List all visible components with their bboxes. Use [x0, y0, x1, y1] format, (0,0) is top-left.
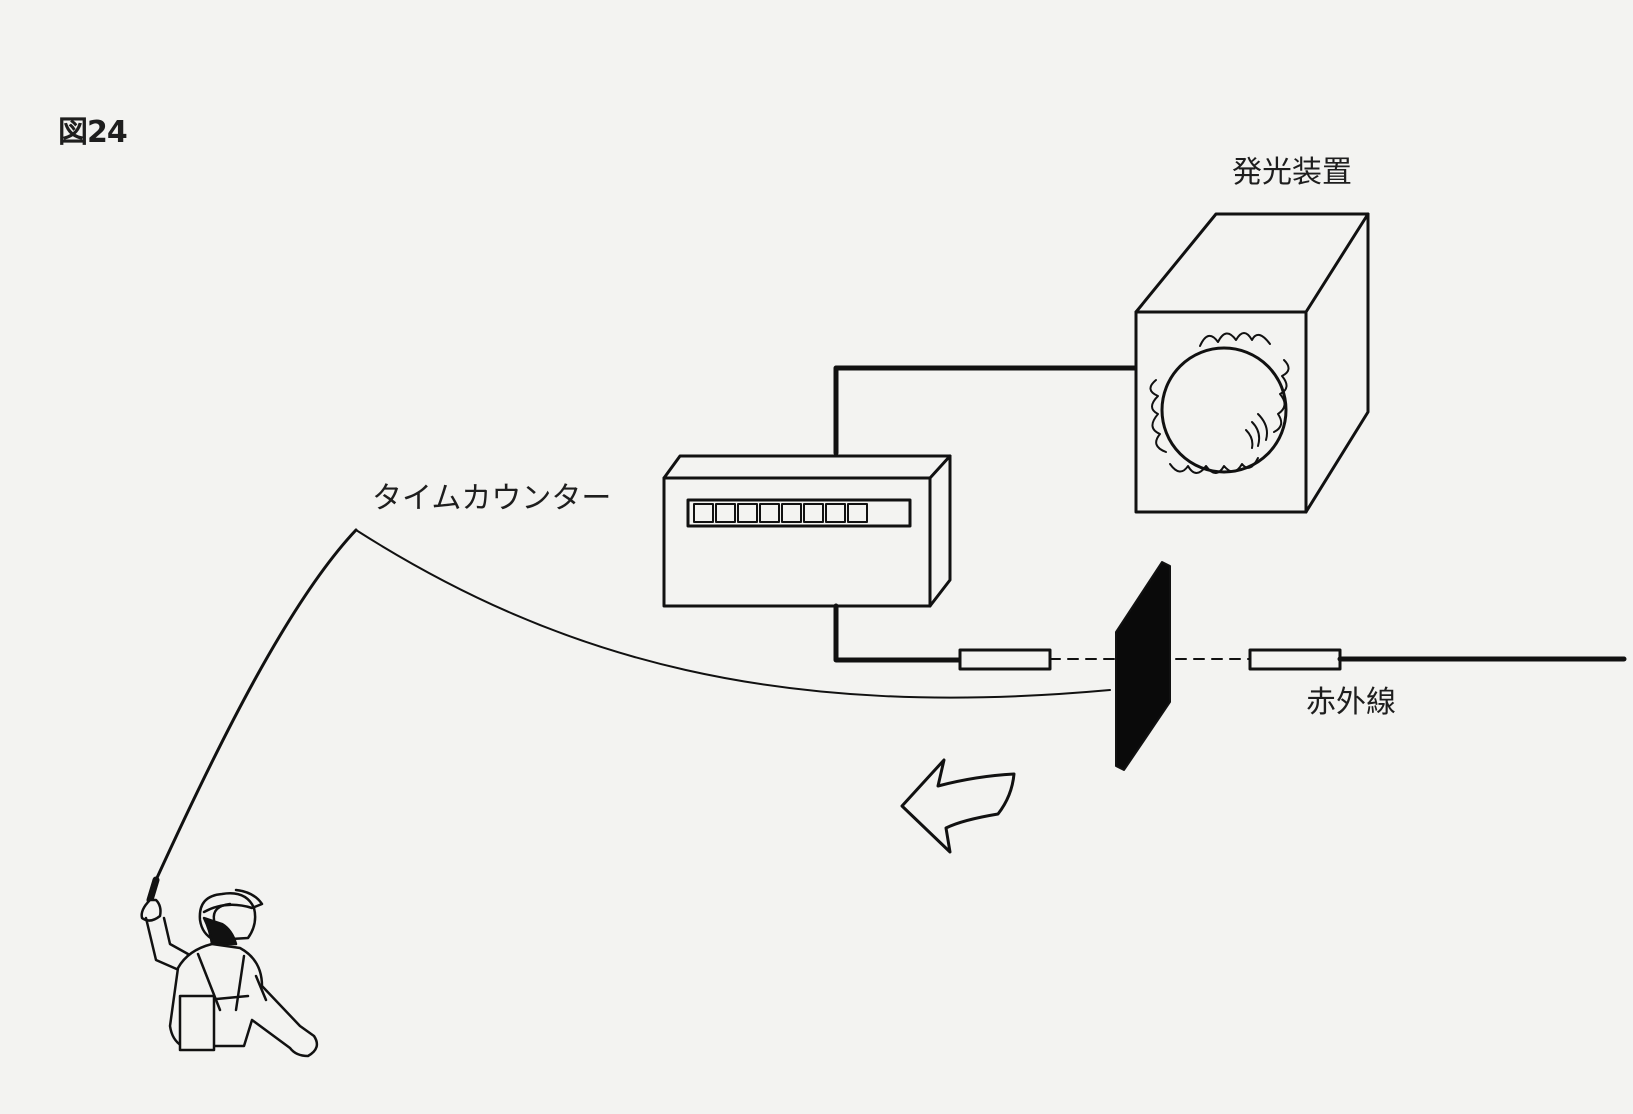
sensor-wire	[833, 603, 963, 663]
label-infrared: 赤外線	[1306, 685, 1396, 720]
lamp-icon	[1149, 332, 1290, 474]
infrared-sensor-left	[958, 648, 1052, 671]
counter-display-frame	[686, 498, 912, 528]
direction-arrow-icon	[900, 758, 1016, 854]
rod-grip	[146, 876, 160, 904]
counter-digit-cell	[759, 503, 780, 523]
counter-digit-cell	[825, 503, 846, 523]
angler-figure	[140, 888, 319, 1058]
counter-digit-cell	[781, 503, 802, 523]
time-counter-box	[662, 454, 952, 608]
figure-title: 図24	[58, 115, 128, 150]
fishing-rod	[154, 528, 358, 882]
counter-digit-cell	[737, 503, 758, 523]
counter-display	[686, 498, 912, 528]
infrared-sensor-right	[1248, 648, 1342, 671]
fishing-line	[355, 529, 1111, 699]
target-board	[1115, 561, 1171, 771]
counter-digit-cell	[715, 503, 736, 523]
light-emitter-box	[1134, 212, 1370, 514]
label-light-emitter: 発光装置	[1232, 155, 1352, 190]
counter-digit-cell	[803, 503, 824, 523]
label-time-counter: タイムカウンター	[372, 481, 612, 516]
emitter-wire	[833, 365, 1139, 456]
counter-digit-cell	[847, 503, 868, 523]
counter-digit-cell	[693, 503, 714, 523]
